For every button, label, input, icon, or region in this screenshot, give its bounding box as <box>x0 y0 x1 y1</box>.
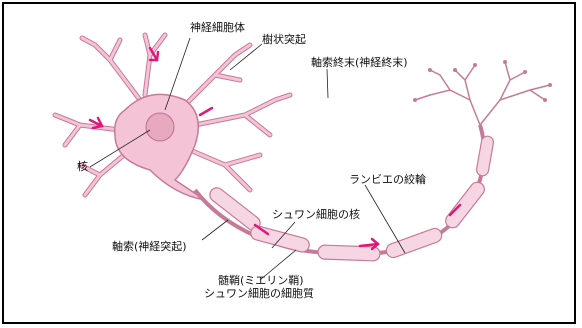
axon-terminal-label: 軸索終末(神経終末) <box>311 56 408 69</box>
myelin-sheath <box>207 135 494 261</box>
schwann-nucleus-label: シュワン細胞の核 <box>272 208 360 221</box>
axon-terminal-branches <box>415 62 550 125</box>
myelin-label-line1: 髄鞘(ミエリン鞘) <box>218 274 304 287</box>
dendrite-label: 樹状突起 <box>262 33 306 46</box>
node-of-ranvier-label: ランビエの絞輪 <box>349 173 426 186</box>
soma-label: 神経細胞体 <box>190 21 245 34</box>
myelin-label-line2: シュワン細胞の細胞質 <box>204 287 314 300</box>
nucleus-shape <box>146 113 174 141</box>
nucleus-label: 核 <box>77 160 88 173</box>
axon-label: 軸索(神経突起) <box>112 240 187 253</box>
cell-body <box>115 94 205 200</box>
terminal-boutons <box>413 60 552 102</box>
